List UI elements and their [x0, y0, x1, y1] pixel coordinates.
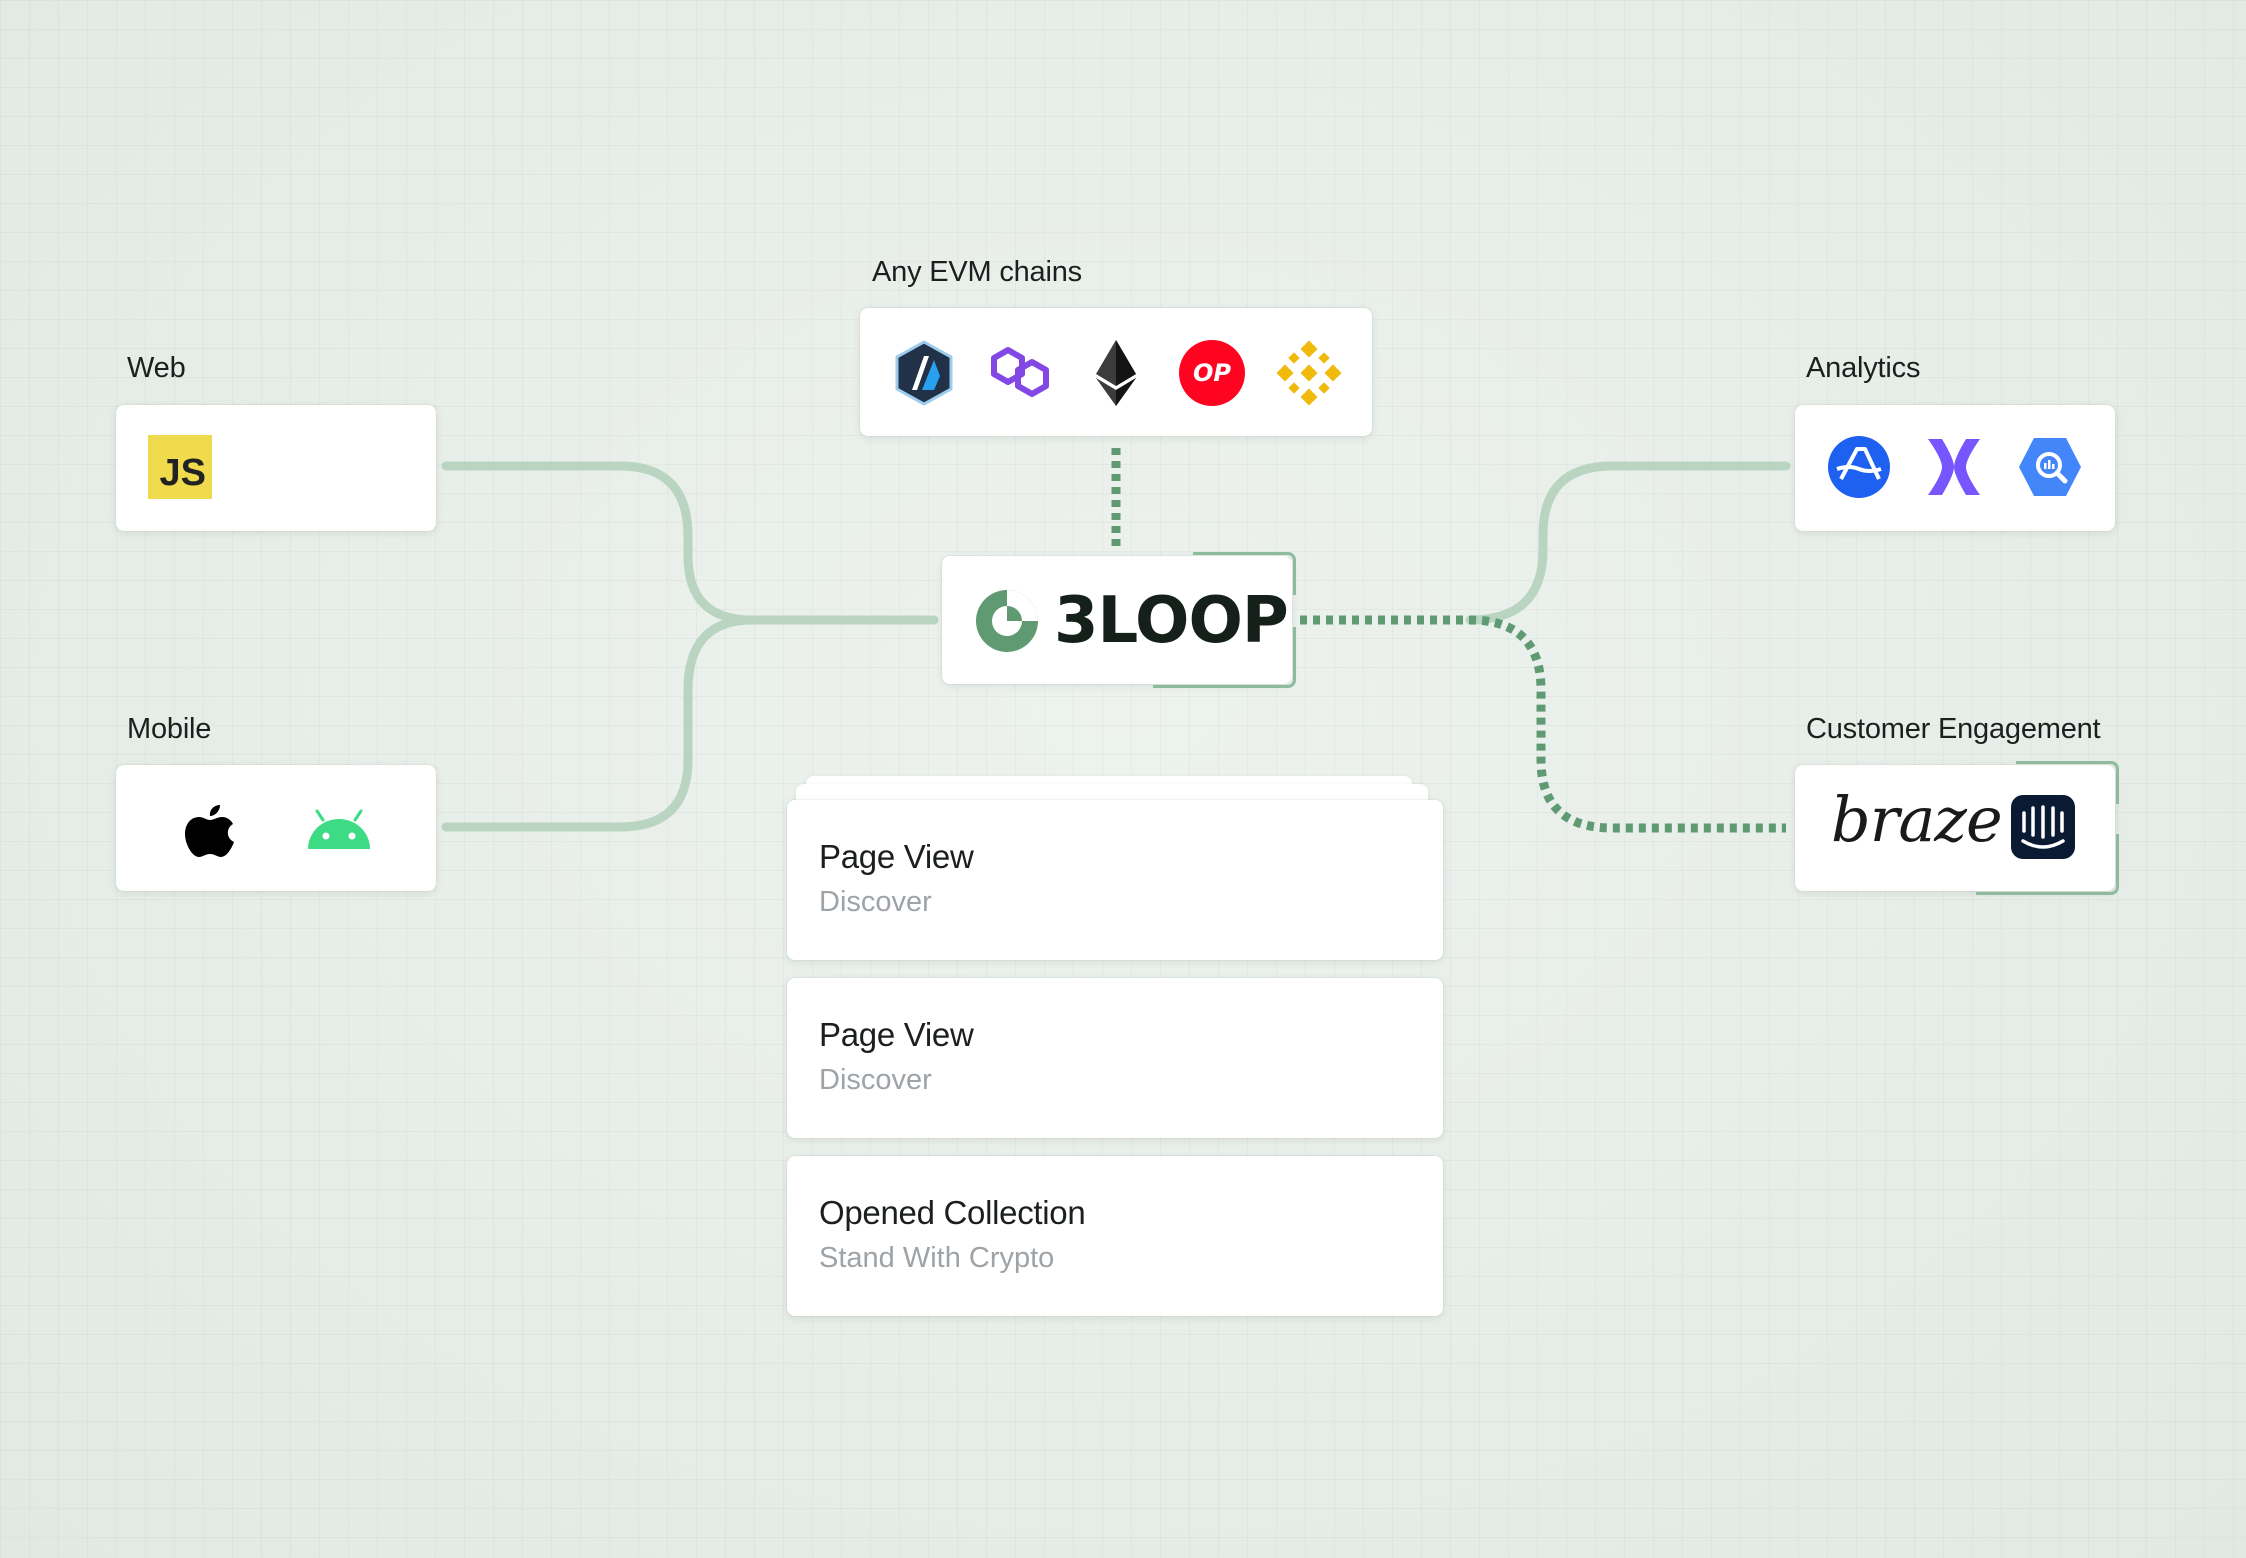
apple-icon: [185, 805, 234, 857]
polygon-icon: [991, 347, 1049, 397]
javascript-icon: JS: [148, 435, 212, 499]
event-card[interactable]: Page View Discover: [787, 800, 1443, 960]
web-connector: [441, 461, 939, 625]
event-subtitle: Discover: [819, 886, 932, 918]
event-title: Page View: [819, 838, 974, 875]
analytics-card: [1795, 405, 2115, 531]
web-label: Web: [127, 352, 186, 384]
intercom-icon: [2011, 795, 2075, 859]
optimism-icon: OP: [1179, 340, 1245, 406]
arbitrum-icon: [895, 340, 953, 406]
braze-logo: braze: [1831, 783, 2003, 856]
analytics-label: Analytics: [1806, 352, 1921, 384]
event-card[interactable]: Opened Collection Stand With Crypto: [787, 1156, 1443, 1316]
mobile-connector: [441, 615, 757, 832]
android-icon: [308, 809, 370, 849]
event-subtitle: Discover: [819, 1064, 932, 1096]
engagement-card: braze: [1795, 761, 2119, 895]
ethereum-icon: [1096, 340, 1136, 406]
optimism-icon-text: OP: [1193, 359, 1231, 387]
event-title: Page View: [819, 1016, 974, 1053]
hub-logo: 3LOOP: [974, 584, 1289, 658]
mobile-card: [116, 765, 436, 891]
javascript-icon-text: JS: [159, 452, 206, 494]
mobile-label: Mobile: [127, 713, 212, 745]
event-subtitle: Stand With Crypto: [819, 1242, 1055, 1274]
bnb-chain-icon: [1276, 340, 1342, 406]
chains-label: Any EVM chains: [872, 256, 1082, 288]
event-title: Opened Collection: [819, 1194, 1086, 1231]
hub-card: 3LOOP: [942, 552, 1296, 688]
3loop-logo-icon: [976, 590, 1038, 652]
hub-name: 3LOOP: [1054, 584, 1289, 658]
web-card: JS: [116, 405, 436, 531]
engagement-label: Customer Engagement: [1806, 713, 2101, 745]
chains-card: OP: [860, 308, 1372, 436]
mixpanel-icon: [1928, 439, 1980, 495]
event-card[interactable]: Page View Discover: [787, 978, 1443, 1138]
amplitude-icon: [1828, 436, 1890, 498]
analytics-connector: [1465, 461, 1791, 625]
engagement-connector: [1300, 615, 1786, 833]
bigquery-icon: [2019, 438, 2081, 496]
